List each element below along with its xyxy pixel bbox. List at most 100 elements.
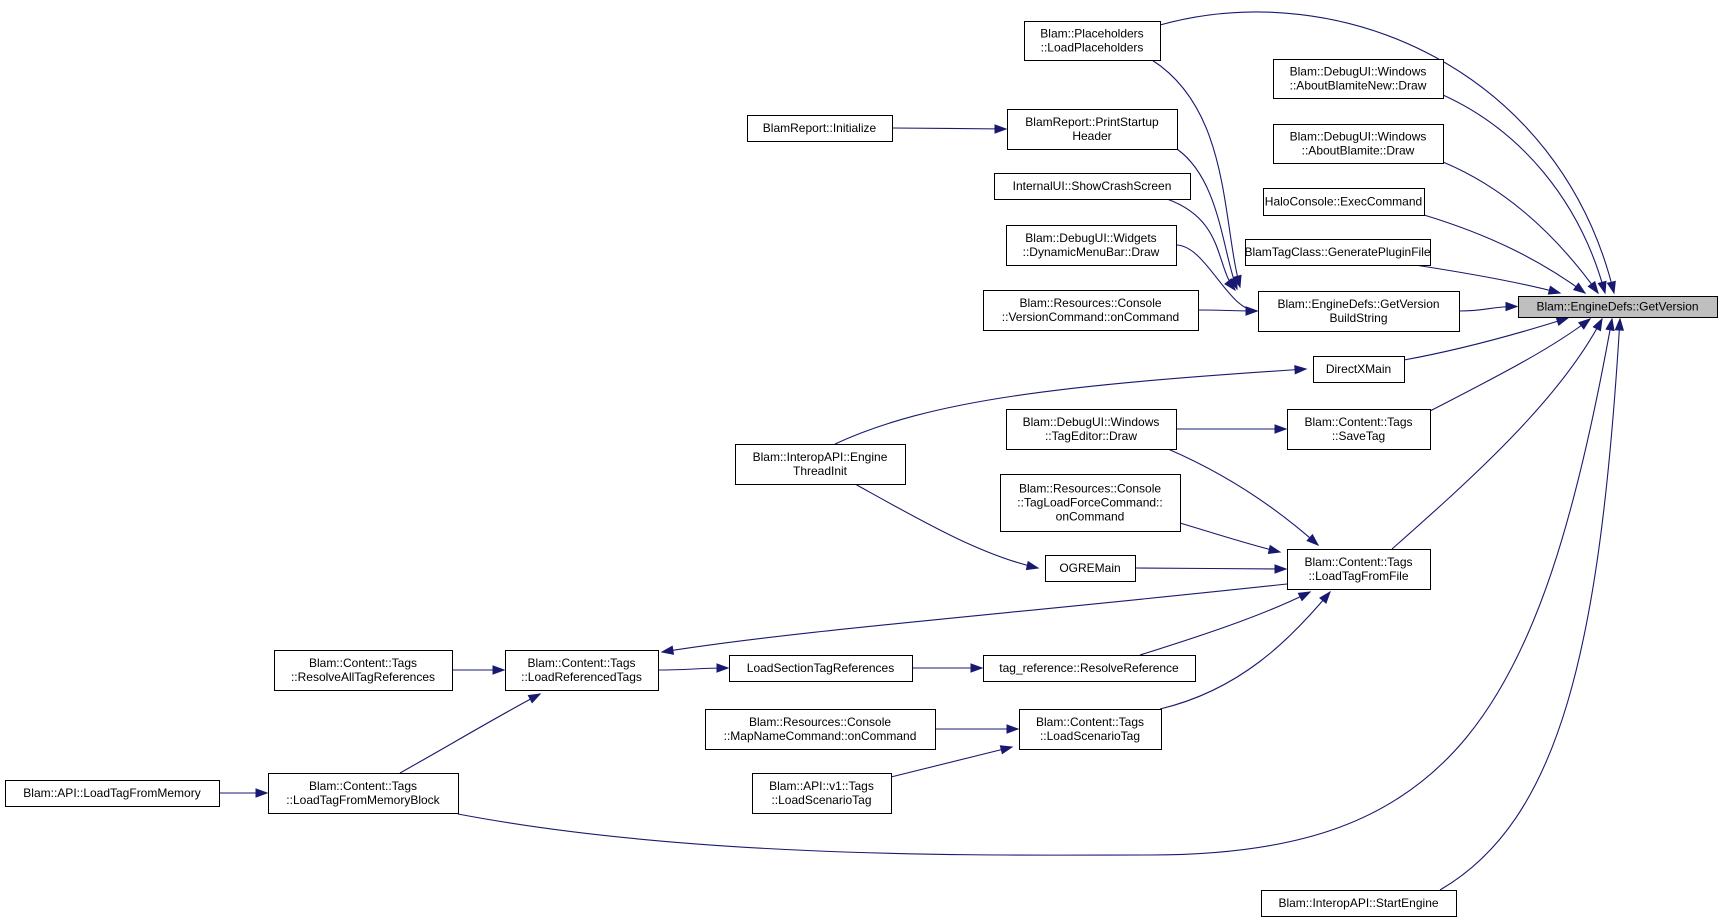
node-box	[1019, 709, 1162, 750]
node-ogre[interactable]: OGREMain	[1045, 555, 1136, 582]
node-versioncmd[interactable]: Blam::Resources::Console::VersionCommand…	[983, 290, 1199, 331]
edge-line	[1439, 318, 1621, 891]
edge-line	[1442, 94, 1606, 294]
nodes-layer: Blam::EngineDefs::GetVersion Blam::Placeh…	[5, 21, 1718, 917]
edge-line	[891, 127, 1007, 130]
node-resolveall[interactable]: Blam::Content::Tags::ResolveAllTagRefere…	[274, 650, 453, 691]
node-scenariotag[interactable]: Blam::Content::Tags::LoadScenarioTag	[1019, 709, 1162, 750]
node-label: ::LoadScenarioTag	[771, 793, 871, 807]
arrowhead-icon	[255, 788, 269, 798]
edge-loadreferenced-to-loadsection	[657, 663, 730, 673]
node-box	[1007, 109, 1178, 150]
node-aboutnew[interactable]: Blam::DebugUI::Windows::AboutBlamiteNew:…	[1273, 59, 1444, 99]
node-box	[994, 173, 1191, 200]
node-haloconsole[interactable]: HaloConsole::ExecCommand	[1263, 188, 1425, 216]
node-loadtagfromfile[interactable]: Blam::Content::Tags::LoadTagFromFile	[1287, 549, 1431, 590]
arrowhead-icon	[1614, 317, 1625, 331]
node-reportinit[interactable]: BlamReport::Initialize	[747, 115, 893, 142]
node-label: HaloConsole::ExecCommand	[1265, 195, 1422, 209]
node-menubar[interactable]: Blam::DebugUI::Widgets::DynamicMenuBar::…	[1006, 225, 1177, 266]
node-apimemory[interactable]: Blam::API::LoadTagFromMemory	[5, 780, 220, 807]
node-box	[1024, 21, 1161, 61]
node-box	[1273, 124, 1444, 164]
node-box	[505, 650, 659, 691]
node-placeholders[interactable]: Blam::Placeholders::LoadPlaceholders	[1024, 21, 1161, 61]
node-directx[interactable]: DirectXMain	[1313, 356, 1405, 383]
node-box	[1273, 59, 1444, 99]
arrowhead-icon	[970, 663, 984, 673]
node-label: Blam::DebugUI::Widgets	[1025, 231, 1156, 245]
node-box	[1518, 296, 1718, 318]
node-label: Blam::Content::Tags	[309, 779, 417, 793]
node-forcecmd[interactable]: Blam::Resources::Console::TagLoadForceCo…	[1000, 474, 1181, 532]
edge-line	[399, 693, 541, 774]
node-box	[729, 655, 913, 682]
node-label: BuildString	[1329, 311, 1387, 325]
edges-layer	[219, 11, 1625, 891]
node-savetag[interactable]: Blam::Content::Tags::SaveTag	[1287, 409, 1431, 450]
edge-threadinit-to-directx	[834, 365, 1308, 445]
edge-loadtagfromfile-to-loadreferenced	[660, 583, 1288, 655]
arrowhead-icon	[1306, 533, 1320, 546]
arrowhead-icon	[1505, 301, 1519, 312]
node-resolveref[interactable]: tag_reference::ResolveReference	[983, 655, 1196, 682]
arrowhead-icon	[1267, 544, 1282, 554]
node-tageditor[interactable]: Blam::DebugUI::Windows::TagEditor::Draw	[1006, 409, 1177, 450]
node-box	[1006, 409, 1177, 450]
arrowhead-icon	[1294, 365, 1308, 375]
node-label: Blam::EngineDefs::GetVersion	[1536, 300, 1698, 314]
edge-loadtagfromfile-to-getversion	[1391, 317, 1603, 550]
node-label: Blam::DebugUI::Windows	[1290, 130, 1427, 144]
node-label: DirectXMain	[1326, 362, 1391, 376]
node-box	[1045, 555, 1136, 582]
node-label: Blam::API::LoadTagFromMemory	[23, 786, 200, 800]
arrowhead-icon	[1555, 316, 1570, 326]
node-mapname[interactable]: Blam::Resources::Console::MapNameCommand…	[705, 709, 936, 750]
node-plugin[interactable]: BlamTagClass::GeneratePluginFile	[1244, 239, 1431, 266]
node-box	[705, 709, 936, 750]
edge-apiscenario-to-scenariotag	[890, 745, 1014, 778]
node-box	[1263, 188, 1425, 216]
edge-startengine-to-getversion	[1439, 317, 1625, 891]
node-memoryblock[interactable]: Blam::Content::Tags::LoadTagFromMemoryBl…	[268, 773, 459, 814]
node-about[interactable]: Blam::DebugUI::Windows::AboutBlamite::Dr…	[1273, 124, 1444, 164]
edge-line	[1159, 11, 1615, 294]
edge-line	[1442, 161, 1599, 294]
edge-resolveall-to-loadreferenced	[452, 665, 506, 675]
edge-threadinit-to-ogre	[854, 483, 1040, 571]
node-label: ::LoadScenarioTag	[1040, 729, 1140, 743]
edge-line	[1176, 148, 1238, 290]
node-box	[1313, 356, 1405, 383]
edge-line	[1391, 318, 1603, 550]
edge-line	[854, 483, 1039, 569]
node-startengine[interactable]: Blam::InteropAPI::StartEngine	[1261, 890, 1457, 917]
edge-reportinit-to-printheader	[891, 124, 1008, 134]
node-apiscenario[interactable]: Blam::API::v1::Tags::LoadScenarioTag	[752, 773, 892, 814]
node-label: ::LoadPlaceholders	[1041, 41, 1144, 55]
node-box	[752, 773, 892, 814]
node-label: ThreadInit	[793, 464, 848, 478]
node-label: Blam::Resources::Console	[1019, 296, 1161, 310]
node-label: BlamTagClass::GeneratePluginFile	[1244, 245, 1430, 259]
node-loadreferenced[interactable]: Blam::Content::Tags::LoadReferencedTags	[505, 650, 659, 691]
edge-line	[1403, 317, 1569, 361]
node-getversion[interactable]: Blam::EngineDefs::GetVersion	[1518, 296, 1718, 318]
node-label: OGREMain	[1059, 561, 1120, 575]
arrowhead-icon	[1224, 278, 1236, 292]
edge-line	[1134, 567, 1287, 570]
node-box	[1287, 409, 1431, 450]
arrowhead-icon	[1547, 285, 1562, 295]
arrowhead-icon	[527, 693, 542, 704]
arrowhead-icon	[1245, 306, 1259, 316]
edge-ogre-to-loadtagfromfile	[1134, 564, 1288, 574]
node-label: Blam::Resources::Console	[749, 715, 891, 729]
edge-loadsection-to-resolveref	[912, 663, 984, 673]
node-loadsection[interactable]: LoadSectionTagReferences	[729, 655, 913, 682]
node-box	[983, 290, 1199, 331]
node-label: Blam::DebugUI::Windows	[1023, 415, 1160, 429]
node-crash[interactable]: InternalUI::ShowCrashScreen	[994, 173, 1191, 200]
